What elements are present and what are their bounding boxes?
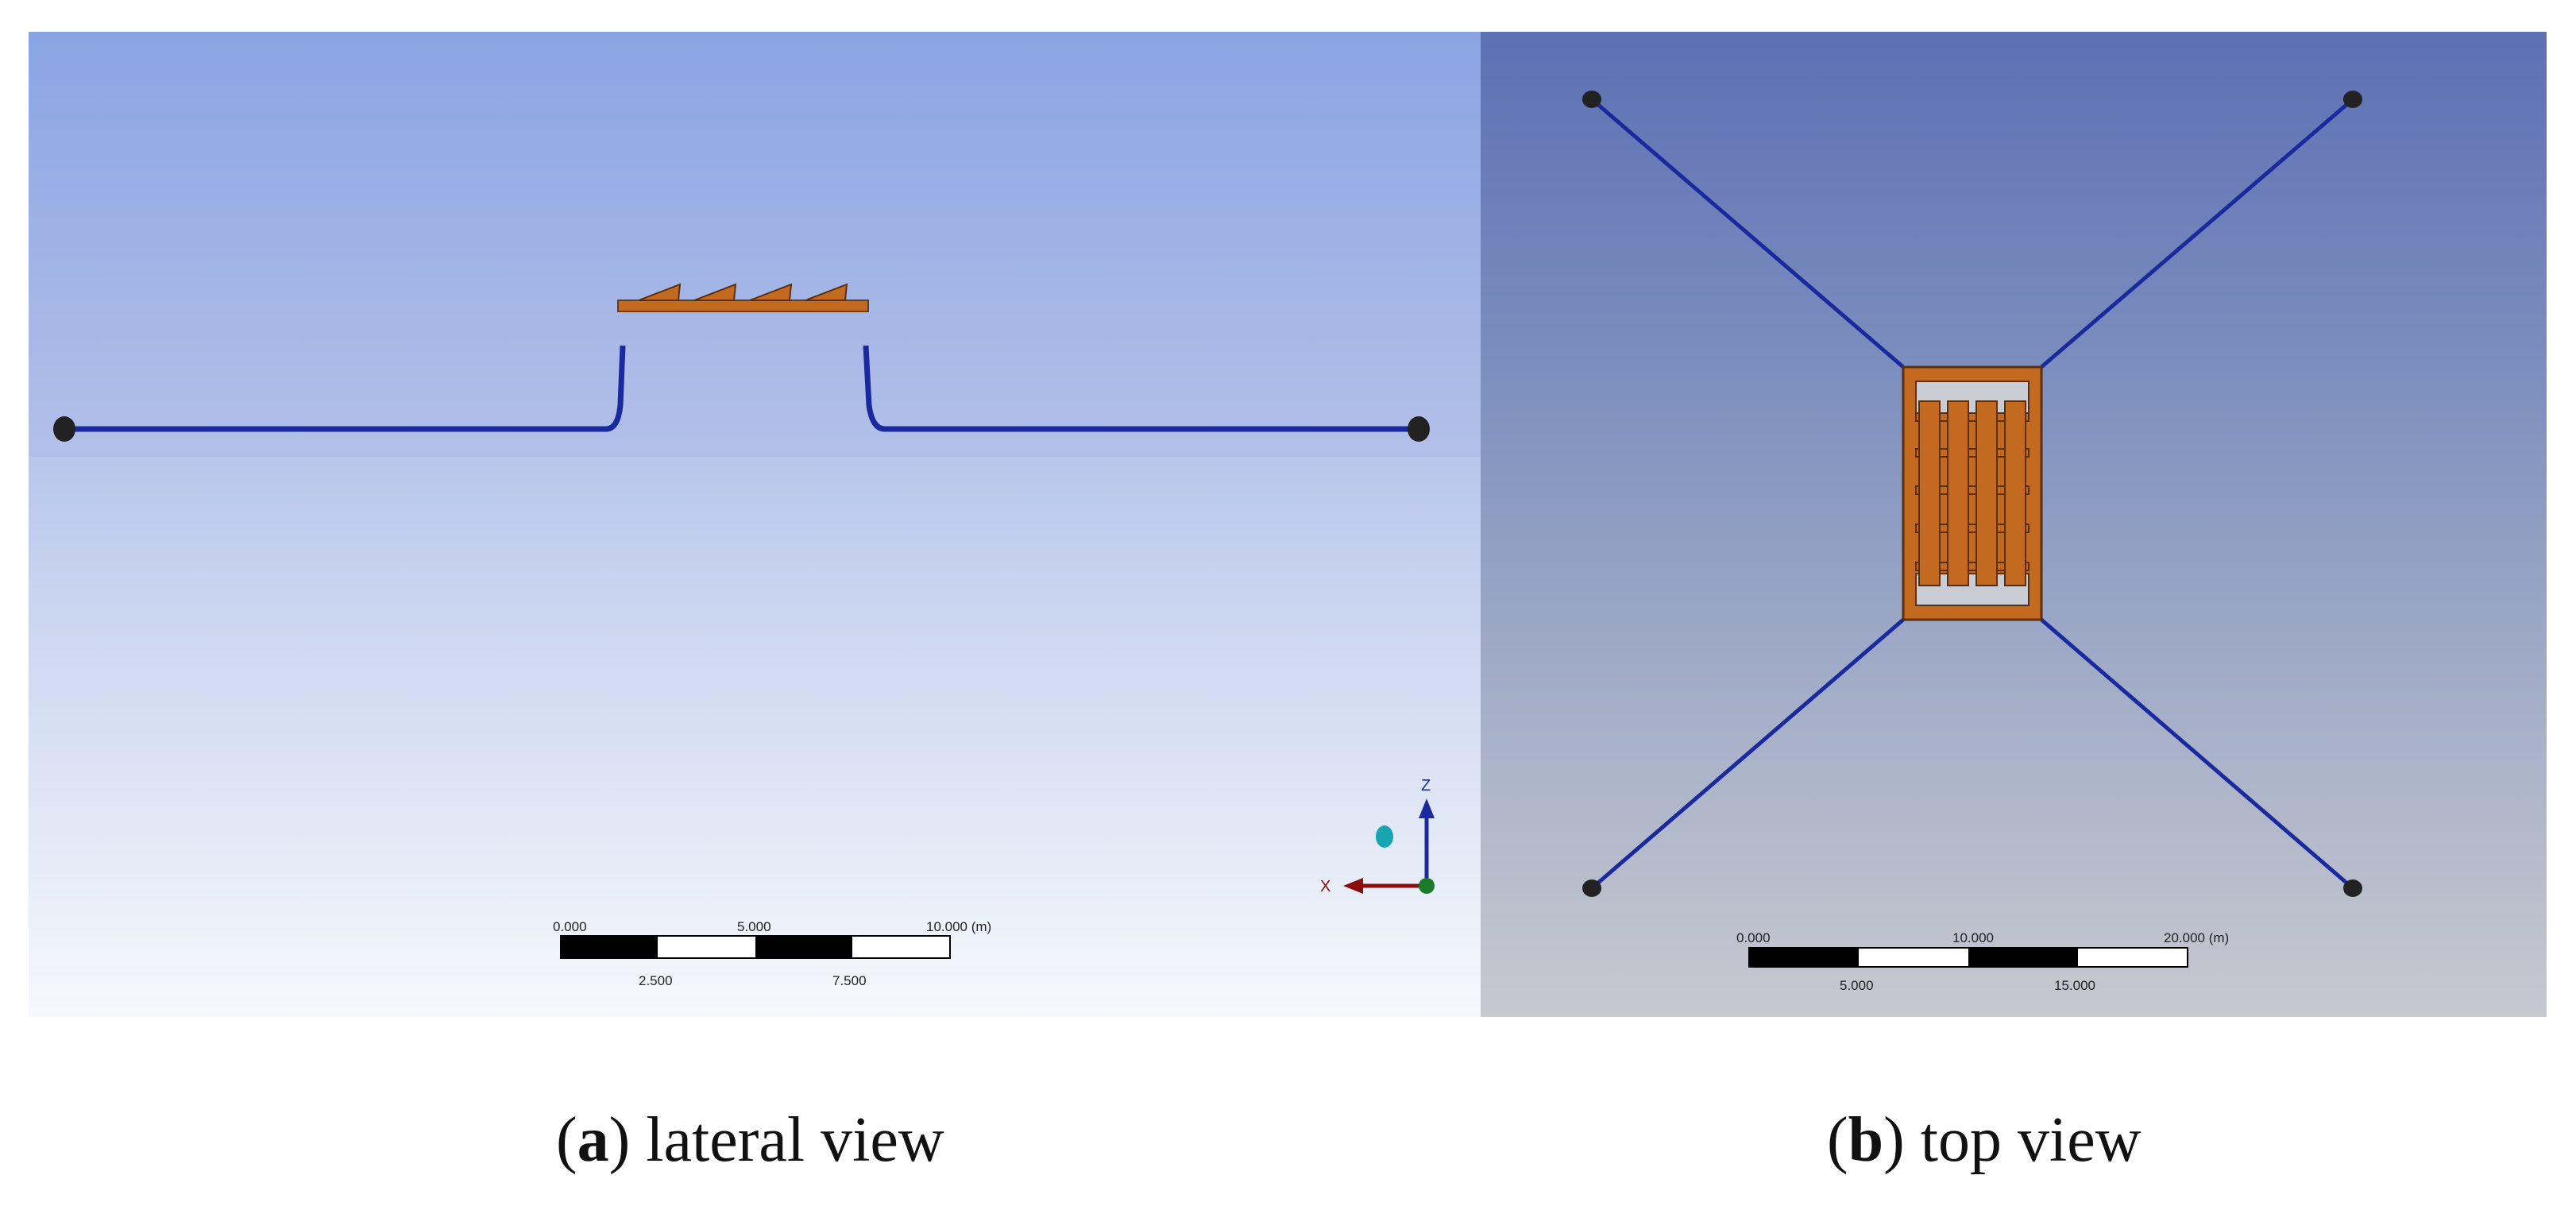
platform-top — [1902, 365, 2043, 621]
scale-label: 15.000 — [2054, 978, 2095, 993]
caption-letter: a — [577, 1105, 609, 1175]
scale-label: 0.000 — [553, 919, 587, 934]
mooring-line-nw — [1590, 98, 1905, 369]
lateral-view-drawing: 0.000 5.000 10.000 (m) 2.500 7.500 Z X — [29, 283, 1481, 988]
scale-bar-segment — [1749, 948, 1859, 967]
scale-bar-segment — [1968, 948, 2078, 967]
anchor-ne — [2343, 91, 2362, 108]
x-arrow-head — [1343, 878, 1363, 894]
solar-panel-row — [2004, 400, 2026, 586]
scale-bar-segment — [755, 936, 852, 958]
caption-letter: b — [1848, 1105, 1884, 1175]
mooring-line-right — [863, 345, 1417, 432]
solar-panel-row — [1975, 400, 1998, 586]
scale-label: 10.000 (m) — [926, 919, 991, 934]
solar-panel-row — [1947, 400, 1969, 586]
anchor-right — [1408, 416, 1430, 442]
axis-triad: Z X — [1320, 777, 1435, 895]
z-arrow-head — [1419, 798, 1435, 818]
water-surface-band — [29, 306, 1481, 457]
solar-panels — [638, 283, 848, 301]
scale-label: 5.000 — [737, 919, 771, 934]
anchor-left — [53, 416, 75, 442]
mooring-line-se — [2040, 618, 2354, 890]
scale-bar: 0.000 10.000 20.000 (m) 5.000 15.000 — [1736, 930, 2229, 993]
view-sphere — [1376, 825, 1393, 848]
mooring-line-left — [64, 345, 626, 432]
cross-beam — [1915, 562, 2030, 571]
scale-label: 0.000 — [1736, 930, 1771, 945]
top-view-panel: 0.000 10.000 20.000 (m) 5.000 15.000 — [1481, 32, 2547, 1017]
mooring-line-ne — [2040, 98, 2354, 369]
platform-deck — [617, 300, 869, 312]
y-axis-dot — [1419, 878, 1435, 894]
scale-label: 7.500 — [832, 973, 867, 988]
caption-text: top view — [1920, 1105, 2142, 1175]
caption-top-view: (b) top view — [1827, 1105, 2142, 1175]
z-axis-label: Z — [1421, 777, 1431, 794]
solar-panel-rows — [1918, 400, 2026, 586]
mooring-line-sw — [1590, 618, 1905, 890]
anchor-nw — [1582, 91, 1601, 108]
anchor-se — [2343, 879, 2362, 897]
cross-beam — [1915, 412, 2030, 422]
caption-lateral-view: (a) lateral view — [556, 1105, 944, 1175]
anchor-sw — [1582, 879, 1601, 897]
cross-beams — [1915, 412, 2030, 571]
scale-bar-segment — [561, 936, 658, 958]
solar-panel — [805, 283, 848, 301]
scale-label: 5.000 — [1840, 978, 1874, 993]
caption-text: lateral view — [646, 1105, 944, 1175]
cross-beam — [1915, 448, 2030, 458]
scale-label: 20.000 (m) — [2164, 930, 2229, 945]
scale-label: 10.000 — [1952, 930, 1994, 945]
solar-panel — [638, 283, 682, 301]
solar-panel — [749, 283, 793, 301]
lateral-view-panel: 0.000 5.000 10.000 (m) 2.500 7.500 Z X — [29, 32, 1481, 1017]
top-view-drawing: 0.000 10.000 20.000 (m) 5.000 15.000 — [1582, 91, 2362, 993]
cross-beam — [1915, 485, 2030, 495]
scale-label: 2.500 — [639, 973, 673, 988]
x-axis-label: X — [1320, 878, 1330, 895]
scale-bar: 0.000 5.000 10.000 (m) 2.500 7.500 — [553, 919, 991, 988]
solar-panel — [693, 283, 737, 301]
solar-panel-row — [1918, 400, 1941, 586]
cross-beam — [1915, 524, 2030, 533]
